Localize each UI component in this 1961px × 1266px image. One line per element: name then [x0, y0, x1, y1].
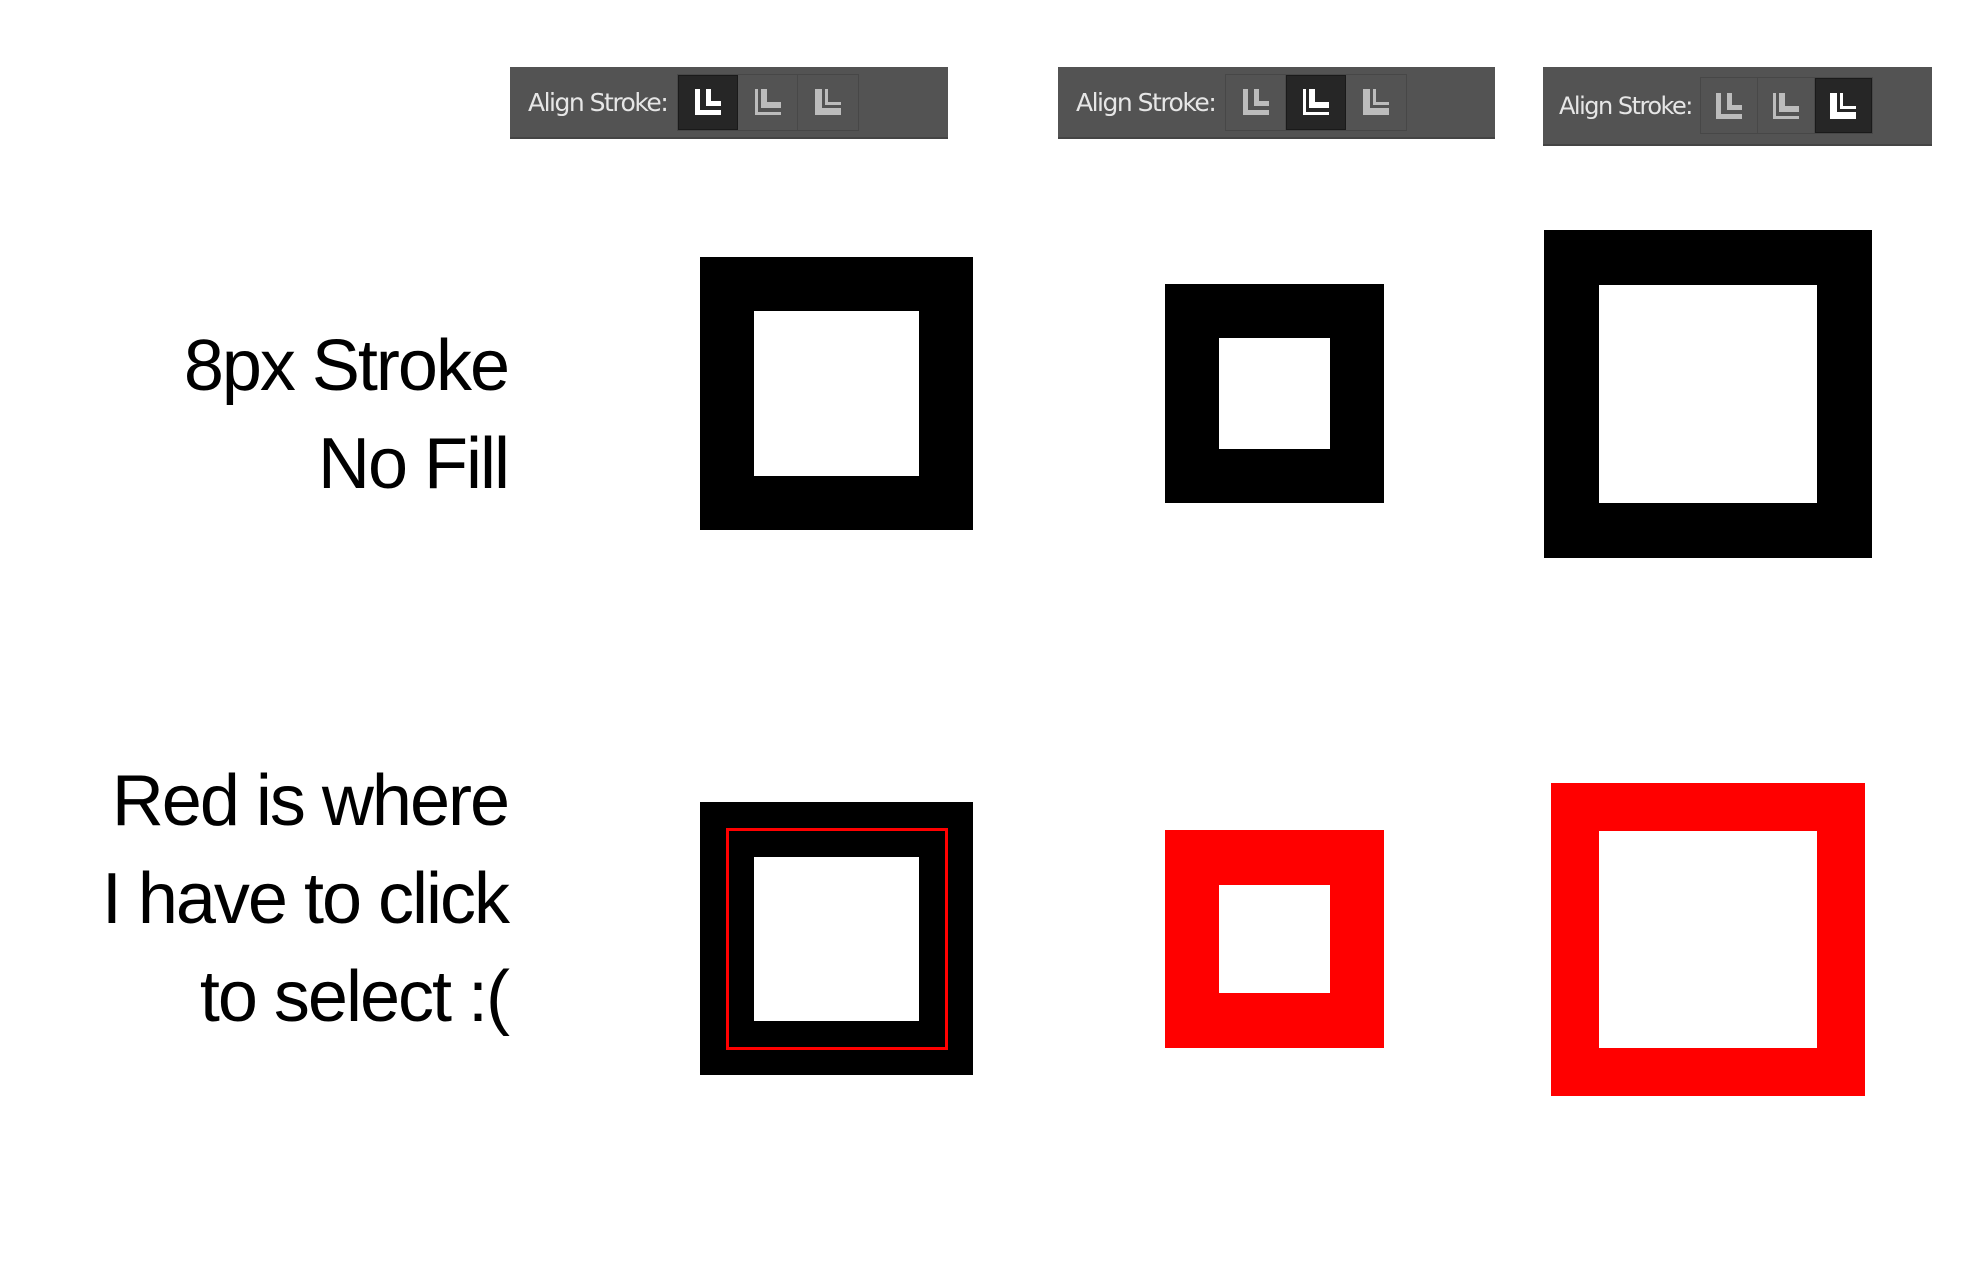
align-stroke-toolbar-3: Align Stroke: [1543, 67, 1932, 146]
click-area-square-center[interactable] [700, 802, 973, 1075]
click-area-square-inside[interactable] [1165, 830, 1384, 1048]
align-stroke-inside-button[interactable] [738, 74, 799, 130]
square-interior [1219, 885, 1330, 993]
align-stroke-inside-button[interactable] [1758, 78, 1815, 133]
square-interior [754, 311, 919, 476]
align-stroke-outside-button[interactable] [798, 75, 858, 130]
align-stroke-inside-icon [754, 89, 781, 115]
align-stroke-outside-icon [1830, 92, 1857, 119]
stroke-square-center[interactable] [700, 257, 973, 530]
align-stroke-center-icon [695, 89, 722, 115]
align-stroke-toolbar-2: Align Stroke: [1058, 67, 1495, 139]
align-stroke-inside-icon [1303, 89, 1330, 115]
align-stroke-toolbar-1: Align Stroke: [510, 67, 948, 139]
row-label-click-area: Red is where I have to click to select :… [101, 761, 510, 1037]
align-stroke-outside-icon [1363, 89, 1390, 115]
click-area-square-outside[interactable] [1551, 783, 1865, 1096]
align-stroke-outside-icon [815, 89, 842, 115]
stroke-square-outside[interactable] [1544, 230, 1872, 558]
stroke-square-inside[interactable] [1165, 284, 1384, 503]
align-stroke-label: Align Stroke: [1559, 91, 1693, 120]
square-interior [754, 857, 919, 1021]
align-stroke-center-button[interactable] [1701, 78, 1758, 133]
square-interior [1219, 338, 1330, 449]
align-stroke-center-button[interactable] [1226, 74, 1287, 130]
align-stroke-label: Align Stroke: [1076, 87, 1217, 117]
click-area-outline [726, 828, 948, 1050]
align-stroke-label: Align Stroke: [528, 87, 669, 117]
align-stroke-inside-button[interactable] [1286, 74, 1347, 130]
align-stroke-outside-button[interactable] [1814, 78, 1872, 133]
align-stroke-center-icon [1242, 89, 1269, 115]
align-stroke-center-button[interactable] [678, 74, 739, 130]
align-stroke-outside-button[interactable] [1346, 75, 1406, 130]
row-label-stroke: 8px Stroke No Fill [183, 326, 510, 504]
align-stroke-button-group [1225, 73, 1408, 131]
square-interior [1599, 285, 1817, 503]
align-stroke-center-icon [1715, 92, 1742, 119]
square-interior [1599, 831, 1817, 1048]
align-stroke-button-group [677, 73, 860, 131]
align-stroke-inside-icon [1772, 92, 1799, 119]
align-stroke-button-group [1699, 77, 1873, 134]
